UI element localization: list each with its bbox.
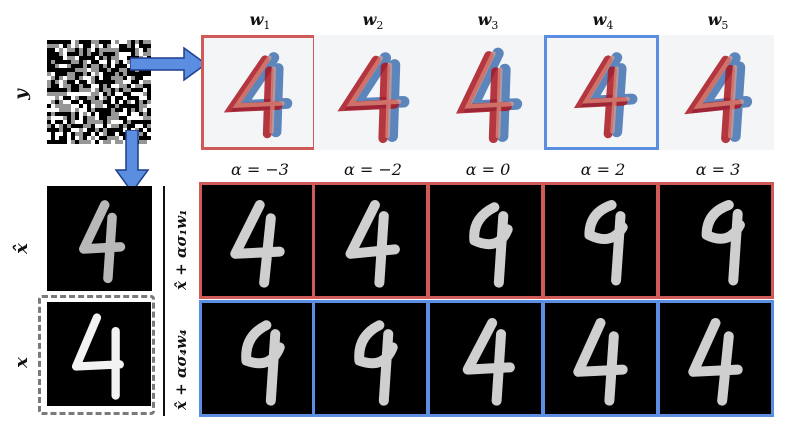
row2-image-3 xyxy=(427,300,544,417)
weight-image-2 xyxy=(314,35,429,150)
weight-label-3: w3 xyxy=(477,10,499,33)
x-image xyxy=(47,302,151,406)
weight-label-1: w1 xyxy=(249,10,271,33)
weight-label-4: w4 xyxy=(592,10,614,33)
x-hat-image xyxy=(47,186,152,291)
row1-image-2 xyxy=(312,182,429,299)
arrow-right xyxy=(130,46,208,82)
weight-image-3 xyxy=(429,35,544,150)
label-x-hat: x̂ xyxy=(10,243,32,254)
row2-image-5 xyxy=(657,300,774,417)
alpha-label-1: α = −3 xyxy=(231,160,289,179)
arrow-down xyxy=(114,130,150,194)
weight-label-5: w5 xyxy=(707,10,729,33)
row1-image-5 xyxy=(657,182,774,299)
weight-image-4 xyxy=(544,35,659,150)
row2-image-4 xyxy=(542,300,659,417)
dashed-frame xyxy=(38,295,155,415)
label-y: y xyxy=(10,89,32,100)
weight-image-1 xyxy=(201,35,316,150)
row2-expression: x̂ + ασ₄w₄ xyxy=(172,329,190,410)
row1-image-1 xyxy=(199,182,316,299)
alpha-label-4: α = 2 xyxy=(580,160,626,179)
row2-image-1 xyxy=(199,300,316,417)
row1-image-3 xyxy=(427,182,544,299)
vertical-separator xyxy=(163,186,165,416)
alpha-label-3: α = 0 xyxy=(465,160,511,179)
row2-image-2 xyxy=(312,300,429,417)
alpha-label-5: α = 3 xyxy=(695,160,741,179)
label-x: x xyxy=(10,357,32,368)
weight-label-2: w2 xyxy=(362,10,384,33)
weight-image-5 xyxy=(659,35,774,150)
alpha-label-2: α = −2 xyxy=(344,160,402,179)
row1-image-4 xyxy=(542,182,659,299)
row1-expression: x̂ + ασ₁w₁ xyxy=(172,209,190,290)
